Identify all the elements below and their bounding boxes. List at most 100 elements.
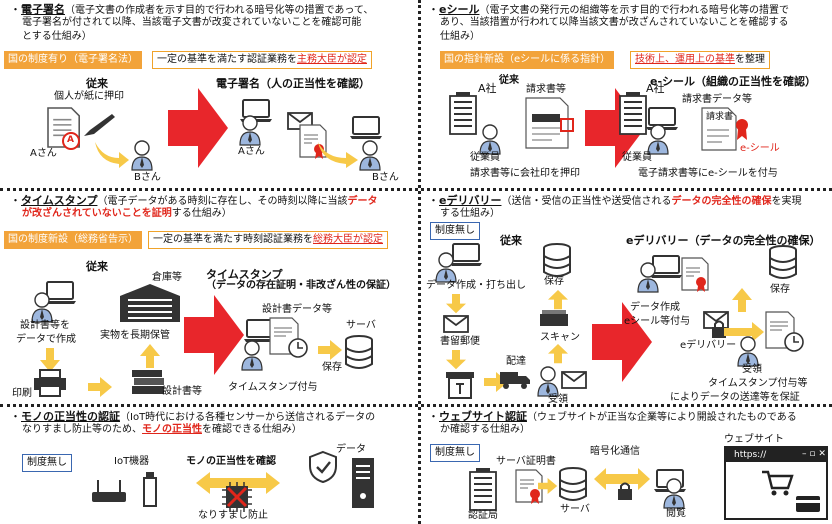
- eseal-rule-box: 技術上、運用上の基準を整理: [630, 51, 770, 69]
- ts-up-arrow-icon: [140, 344, 160, 368]
- eseal-invoice-doc-icon: [525, 97, 569, 149]
- esign-r-laptop-icon: [349, 116, 383, 140]
- ed-open-mail-icon: [561, 371, 587, 389]
- eseal-r-building-icon: [619, 91, 647, 135]
- ts-desc-2: が改ざんされていないことを証明する仕組み）: [22, 208, 232, 219]
- esign-desc-2: 電子署名が付されて以降、当該電子文書が改変されていないことを確認可能: [22, 17, 362, 28]
- ed-r-recv-1: 受領: [742, 364, 762, 375]
- ed-down-arrow-2-icon: [446, 350, 466, 370]
- eseal-title-row: ・eシール（電子文書の発行元の組織等を示す目的で行われる暗号化等の措置で: [428, 3, 789, 16]
- ts-grant: タイムスタンプ付与: [228, 382, 318, 393]
- iot-server-icon: [352, 458, 374, 508]
- eseal-r-company: A社: [646, 82, 665, 95]
- esign-r-person-a: Aさん: [238, 146, 265, 157]
- esign-red-stamp-icon: [62, 132, 80, 150]
- eseal-r-employee: 従業員: [622, 152, 652, 163]
- web-browse: 閲覧: [666, 508, 686, 519]
- eseal-company: A社: [478, 82, 497, 95]
- ts-warehouse-icon: [120, 284, 180, 322]
- ed-create-print: データ作成・打ち出し: [426, 280, 526, 291]
- eseal-invoice-inner: 請求書: [532, 103, 560, 113]
- ts-design-docs2: データで作成: [16, 334, 76, 345]
- ts-server: サーバ: [346, 320, 376, 331]
- web-cart-icon: [762, 470, 794, 496]
- ed-r-deliver-arrow-icon: [724, 322, 764, 342]
- ts-save-arrow-icon: [318, 340, 342, 360]
- iot-spoof-chip-icon: [222, 482, 252, 512]
- web-window-controls-icon: – ▫ ✕: [802, 449, 826, 459]
- eseal-r-invoice-doc-icon: [701, 107, 737, 151]
- horizontal-divider-2: [0, 404, 832, 407]
- eseal-company-building-icon: [449, 91, 477, 135]
- ed-r-edelivery: eデリバリー: [680, 340, 737, 351]
- web-desc-2: か確認する仕組み）: [440, 424, 530, 435]
- iot-double-arrow-icon: [196, 472, 280, 494]
- eseal-r-invoice-inner: 請求書: [706, 112, 734, 122]
- ed-delivery: 配達: [506, 356, 526, 367]
- esign-person-b-icon: [131, 140, 153, 171]
- esign-desc-3: とする仕組み）: [22, 31, 92, 42]
- horizontal-divider-1: [0, 188, 832, 191]
- eseal-invoice: 請求書等: [526, 84, 566, 95]
- ed-r-save: 保存: [770, 284, 790, 295]
- ed-desc-2: する仕組み）: [440, 208, 500, 219]
- ed-scan: スキャン: [540, 332, 580, 343]
- esign-curved-arrow-icon: [95, 142, 129, 168]
- eseal-left-head: 従来: [499, 75, 519, 86]
- ed-r-receiver-icon: [737, 336, 759, 367]
- ts-r-person-icon: [241, 340, 263, 371]
- ts-store: 実物を長期保管: [100, 330, 170, 341]
- ts-design-data: 設計書データ等: [262, 304, 332, 315]
- iot-desc-2: なりすまし防止等のため、モノの正当性を確認できる仕組み）: [22, 424, 302, 435]
- ts-design-docs: 設計書等を: [20, 320, 70, 331]
- eseal-r-employee-icon: [647, 124, 669, 155]
- web-no-system-badge: 制度無し: [430, 444, 480, 462]
- ts-down-arrow-icon: [40, 348, 60, 372]
- esign-title-row: ・電子署名（電子文書の作成者を示す目的で行われる暗号化等の措置であって、: [10, 3, 374, 16]
- ts-red-arrow-icon: [184, 295, 244, 375]
- esign-pen-icon: [84, 114, 115, 136]
- esign-receiver-icon: [359, 140, 381, 171]
- ts-right-sub: （データの存在証明・非改ざん性の保証）: [206, 280, 396, 291]
- ed-receiver-icon: [537, 366, 559, 397]
- ed-post-office-icon: [446, 372, 474, 399]
- eseal-employee-icon: [479, 124, 501, 155]
- web-server: サーバ: [560, 504, 590, 515]
- esign-r-person-b: Bさん: [372, 172, 399, 183]
- esign-system-tag: 国の制度有り（電子署名法）: [4, 51, 142, 69]
- ed-truck-icon: [500, 372, 530, 389]
- esign-right-head: 電子署名（人の正当性を確認）: [216, 77, 370, 90]
- iot-device: IoT機器: [114, 456, 150, 467]
- ed-mail-icon: [443, 315, 469, 333]
- iot-router-icon: [92, 480, 126, 502]
- iot-check: モノの正当性を確認: [186, 456, 276, 467]
- ed-r-db-icon: [769, 245, 797, 279]
- ts-right-head: タイムスタンプ: [206, 268, 283, 281]
- eseal-system-tag: 国の指針新設（eシールに係る指針）: [440, 51, 615, 69]
- vertical-divider: [418, 0, 421, 524]
- eseal-employee: 従業員: [470, 152, 500, 163]
- web-card-icon: [796, 496, 820, 512]
- web-browser-window: https:// – ▫ ✕: [724, 446, 828, 520]
- esign-cert-box: 一定の基準を満たす認証業務を主務大臣が認定: [152, 51, 372, 69]
- eseal-ribbon-icon: [736, 119, 748, 140]
- esign-stamp-mark: A: [67, 135, 74, 145]
- ts-title-row: ・タイムスタンプ（電子データがある時刻に存在し、その時刻以降に当該データ: [10, 194, 378, 207]
- iot-no-system-badge: 制度無し: [22, 454, 72, 472]
- ed-up-arrow-1-icon: [548, 344, 568, 364]
- web-server-db-icon: [559, 467, 587, 501]
- iot-spoof: なりすまし防止: [198, 510, 268, 521]
- ts-save: 保存: [322, 362, 342, 373]
- eseal-r-invoice: 請求書データ等: [682, 94, 752, 105]
- ed-r-create-2: eシール等付与: [624, 316, 691, 327]
- eseal-right-head: e-シール（組織の正当性を確認）: [650, 75, 817, 88]
- ed-db-icon: [543, 243, 571, 277]
- web-viewer-icon: [663, 478, 685, 509]
- ed-left-head: 従来: [500, 234, 522, 247]
- esign-person-a: Aさん: [30, 148, 57, 159]
- web-cert: サーバ証明書: [496, 456, 556, 467]
- esign-sender-icon: [239, 115, 261, 146]
- web-lock-icon: [617, 482, 633, 501]
- esign-red-arrow-icon: [168, 88, 228, 168]
- ed-r-signed-doc-icon: [681, 257, 709, 293]
